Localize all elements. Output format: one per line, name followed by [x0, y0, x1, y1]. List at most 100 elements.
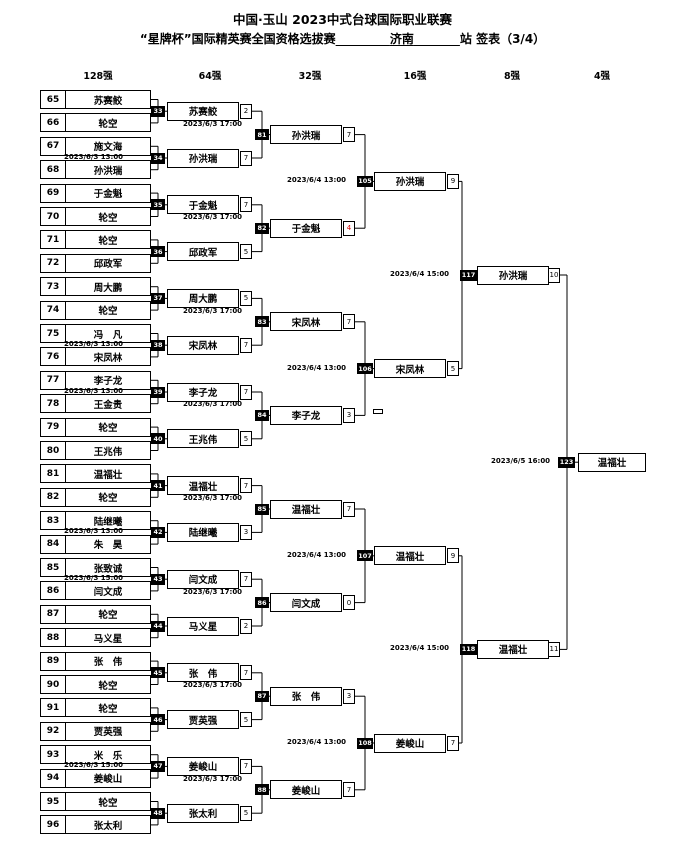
match-number: 43 — [151, 573, 165, 585]
player-name[interactable]: 马义星 — [167, 616, 239, 636]
player-name[interactable]: 朱 昊 — [65, 534, 151, 554]
player-name[interactable]: 邱政军 — [167, 242, 239, 262]
player-name[interactable]: 孙洪瑞 — [477, 265, 549, 285]
player-name[interactable]: 姜峻山 — [167, 756, 239, 776]
player-name[interactable]: 李子龙 — [167, 382, 239, 402]
player-name[interactable]: 宋凤林 — [374, 359, 446, 379]
seed-number: 86 — [40, 581, 66, 601]
match-time: 2023/6/5 16:00 — [491, 457, 551, 466]
player-name[interactable]: 周大鹏 — [65, 277, 151, 297]
score: 3 — [240, 524, 252, 540]
player-name[interactable]: 温福壮 — [167, 476, 239, 496]
seed-number: 69 — [40, 183, 66, 203]
player-name[interactable]: 轮空 — [65, 417, 151, 437]
seed-number: 70 — [40, 207, 66, 226]
player-name[interactable]: 姜峻山 — [270, 780, 342, 800]
player-name[interactable]: 宋凤林 — [270, 312, 342, 332]
score: 7 — [343, 782, 355, 798]
player-name[interactable]: 轮空 — [65, 675, 151, 694]
player-name[interactable]: 米 乐 — [65, 745, 151, 765]
round-header-64: 64强 — [198, 71, 222, 82]
player-name[interactable]: 孙洪瑞 — [65, 160, 151, 180]
match-number: 105 — [357, 175, 373, 187]
score: 7 — [240, 478, 252, 494]
match-number: 33 — [151, 105, 165, 117]
player-name[interactable]: 温福壮 — [578, 452, 646, 472]
player-name[interactable]: 张致诚 — [65, 558, 151, 577]
player-name[interactable]: 轮空 — [65, 230, 151, 250]
seed-number: 94 — [40, 768, 66, 788]
score: 5 — [240, 712, 252, 728]
match-time: 2023/6/3 13:00 — [64, 387, 124, 395]
title-line-1: 中国·玉山 2023中式台球国际职业联赛 — [233, 12, 452, 27]
player-name[interactable]: 施文海 — [65, 136, 151, 156]
match-number: 34 — [151, 152, 165, 164]
score: 9 — [447, 173, 459, 189]
player-name[interactable]: 孙洪瑞 — [374, 171, 446, 191]
score: 7 — [240, 337, 252, 353]
player-name[interactable]: 轮空 — [65, 113, 151, 133]
seed-number: 93 — [40, 745, 66, 765]
seed-number: 65 — [40, 90, 66, 109]
seed-number: 74 — [40, 300, 66, 320]
match-time: 2023/6/4 13:00 — [287, 738, 347, 746]
player-name[interactable]: 轮空 — [65, 487, 151, 507]
player-name[interactable]: 孙洪瑞 — [167, 148, 239, 168]
player-name[interactable]: 闫文成 — [65, 581, 151, 601]
match-number: 44 — [151, 620, 165, 632]
match-number: 81 — [255, 129, 269, 141]
player-name[interactable]: 于金魁 — [270, 218, 342, 238]
player-name[interactable]: 轮空 — [65, 792, 151, 811]
match-number: 46 — [151, 714, 165, 726]
seed-number: 77 — [40, 370, 66, 390]
player-name[interactable]: 苏赛鲛 — [65, 90, 151, 109]
player-name[interactable]: 于金魁 — [167, 195, 239, 215]
seed-number: 67 — [40, 136, 66, 156]
player-name[interactable]: 轮空 — [65, 604, 151, 624]
player-name[interactable]: 张 伟 — [167, 663, 239, 683]
player-name[interactable]: 姜峻山 — [65, 768, 151, 788]
player-name[interactable]: 姜峻山 — [374, 733, 446, 753]
round-header-32: 32强 — [298, 71, 322, 82]
player-name[interactable]: 李子龙 — [270, 405, 342, 425]
player-name[interactable]: 贾英强 — [167, 710, 239, 730]
match-time: 2023/6/3 13:00 — [64, 153, 124, 161]
seed-number: 83 — [40, 511, 66, 531]
player-name[interactable]: 宋凤林 — [65, 347, 151, 367]
score: 7 — [240, 384, 252, 400]
player-name[interactable]: 邱政军 — [65, 253, 151, 273]
player-name[interactable]: 闫文成 — [270, 593, 342, 613]
player-name[interactable]: 贾英强 — [65, 721, 151, 741]
player-name[interactable]: 温福壮 — [270, 499, 342, 519]
player-name[interactable]: 温福壮 — [477, 639, 549, 659]
player-name[interactable]: 张太利 — [167, 803, 239, 823]
player-name[interactable]: 王兆伟 — [167, 429, 239, 449]
player-name[interactable]: 轮空 — [65, 300, 151, 320]
player-name[interactable]: 温福壮 — [374, 546, 446, 566]
player-name[interactable]: 陆继曦 — [167, 522, 239, 542]
player-name[interactable]: 马义星 — [65, 628, 151, 648]
player-name[interactable]: 温福壮 — [65, 464, 151, 484]
seed-number: 75 — [40, 324, 66, 343]
player-name[interactable]: 轮空 — [65, 698, 151, 718]
score: 7 — [343, 127, 355, 143]
player-name[interactable]: 宋凤林 — [167, 335, 239, 355]
player-name[interactable]: 周大鹏 — [167, 288, 239, 308]
player-name[interactable]: 冯 凡 — [65, 324, 151, 343]
player-name[interactable]: 轮空 — [65, 207, 151, 226]
player-name[interactable]: 王兆伟 — [65, 441, 151, 460]
player-name[interactable]: 王金贵 — [65, 394, 151, 414]
player-name[interactable]: 陆继曦 — [65, 511, 151, 531]
player-name[interactable]: 张太利 — [65, 815, 151, 835]
score: 7 — [240, 665, 252, 681]
seed-number: 78 — [40, 394, 66, 414]
player-name[interactable]: 孙洪瑞 — [270, 125, 342, 145]
player-name[interactable]: 张 伟 — [65, 651, 151, 671]
player-name[interactable]: 苏赛鲛 — [167, 101, 239, 121]
match-number: 45 — [151, 667, 165, 679]
player-name[interactable]: 张 伟 — [270, 686, 342, 706]
player-name[interactable]: 李子龙 — [65, 370, 151, 390]
match-time: 2023/6/3 17:00 — [183, 681, 243, 690]
player-name[interactable]: 于金魁 — [65, 183, 151, 203]
player-name[interactable]: 闫文成 — [167, 569, 239, 589]
